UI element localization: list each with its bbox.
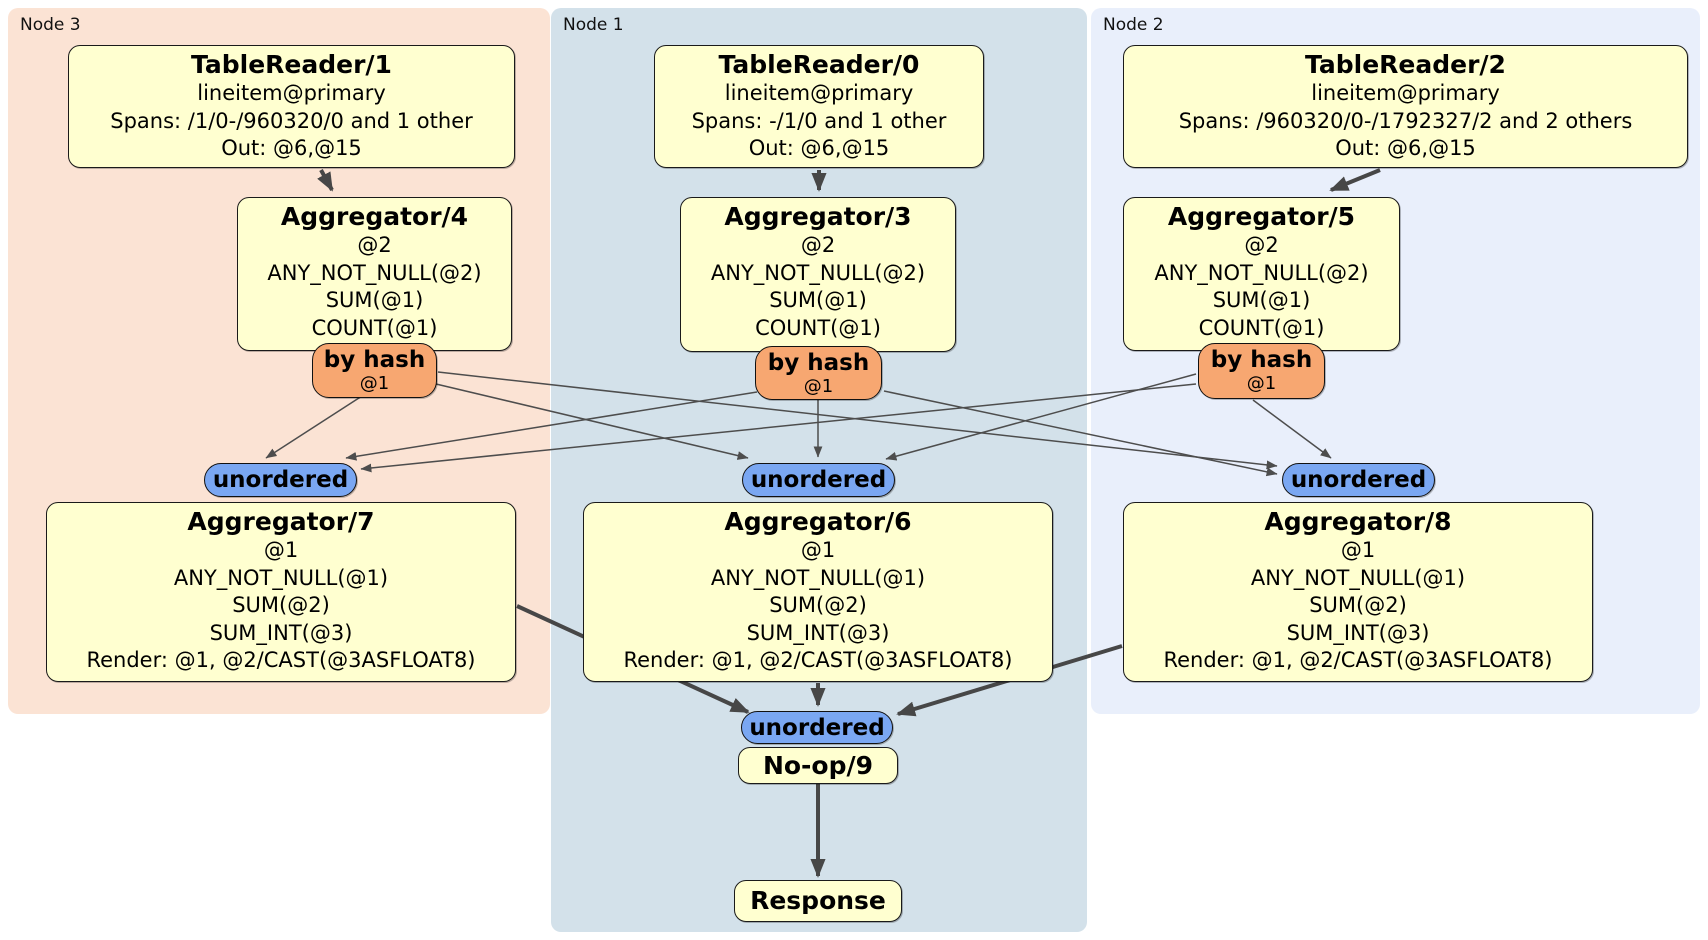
processor-detail: SUM_INT(@3) [209,620,353,645]
processor-detail: Render: @1, @2/CAST(@3ASFLOAT8) [1163,648,1553,672]
processor-detail: SUM(@1) [769,288,867,312]
processor-aggregator-5: Aggregator/5 @2 ANY_NOT_NULL(@2) SUM(@1)… [1123,197,1400,351]
processor-title: Aggregator/6 [724,507,912,536]
edge-tablereader2-aggregator5 [1329,168,1381,192]
processor-title: Aggregator/3 [724,202,912,231]
processor-detail: @1 [263,538,299,562]
processor-detail: COUNT(@1) [311,315,438,340]
processor-tablereader-0: TableReader/0 lineitem@primary Spans: -/… [654,45,984,168]
processor-aggregator-7: Aggregator/7 @1 ANY_NOT_NULL(@1) SUM(@2)… [46,502,516,682]
processor-title: Aggregator/8 [1264,507,1452,536]
processor-detail: Render: @1, @2/CAST(@3ASFLOAT8) [623,648,1013,672]
sync-unordered-6: unordered [742,463,895,497]
processor-detail: COUNT(@1) [755,315,881,340]
processor-detail: Spans: /1/0-/960320/0 and 1 other [110,108,473,133]
processor-detail: SUM_INT(@3) [746,620,890,645]
region-node-1-label: Node 1 [563,15,624,35]
processor-detail: @1 [800,538,836,562]
processor-aggregator-6: Aggregator/6 @1 ANY_NOT_NULL(@1) SUM(@2)… [583,502,1053,682]
processor-response: Response [734,880,902,922]
processor-detail: ANY_NOT_NULL(@1) [710,565,926,590]
router-by-hash-4: by hash @1 [312,343,437,398]
edge-tablereader1-aggregator4 [317,169,334,192]
processor-detail: SUM(@2) [232,593,330,617]
processor-aggregator-8: Aggregator/8 @1 ANY_NOT_NULL(@1) SUM(@2)… [1123,502,1593,682]
router-label: by hash [323,347,426,373]
processor-aggregator-4: Aggregator/4 @2 ANY_NOT_NULL(@2) SUM(@1)… [237,197,512,351]
processor-detail: SUM(@1) [1212,288,1311,312]
processor-aggregator-3: Aggregator/3 @2 ANY_NOT_NULL(@2) SUM(@1)… [680,197,956,352]
processor-title: TableReader/0 [718,50,920,79]
router-columns: @1 [803,376,834,397]
processor-title: Aggregator/5 [1167,202,1356,231]
processor-detail: ANY_NOT_NULL(@1) [173,565,389,590]
processor-noop-9: No-op/9 [738,747,898,784]
edge-byhash3-unordered7 [345,391,758,461]
processor-detail: ANY_NOT_NULL(@2) [1154,260,1369,285]
processor-detail: Out: @6,@15 [1335,136,1476,160]
processor-detail: ANY_NOT_NULL(@2) [710,260,926,285]
router-label: by hash [1210,347,1313,373]
processor-detail: SUM(@1) [325,288,424,312]
processor-detail: Out: @6,@15 [221,136,362,160]
processor-detail: @2 [1244,233,1279,257]
edge-byhash5-unordered8 [1252,399,1332,459]
processor-detail: lineitem@primary [197,81,386,105]
processor-title: TableReader/2 [1305,50,1506,79]
processor-title: No-op/9 [762,750,874,780]
router-by-hash-3: by hash @1 [755,346,882,400]
processor-detail: Spans: -/1/0 and 1 other [691,108,947,133]
edge-byhash5-unordered7 [360,383,1197,473]
processor-detail: SUM(@2) [1309,593,1407,617]
region-node-3-label: Node 3 [20,15,81,35]
processor-title: Aggregator/4 [280,202,469,231]
processor-title: Response [750,886,886,915]
sync-unordered-9: unordered [741,711,893,744]
processor-detail: Spans: /960320/0-/1792327/2 and 2 others [1178,108,1633,133]
edge-byhash4-unordered6 [435,383,749,460]
processor-detail: ANY_NOT_NULL(@1) [1250,565,1466,590]
edge-byhash4-unordered7 [265,395,363,459]
edge-byhash5-unordered6 [885,373,1197,461]
processor-detail: lineitem@primary [724,81,914,105]
sync-unordered-8: unordered [1282,463,1435,497]
processor-detail: ANY_NOT_NULL(@2) [267,260,482,285]
processor-detail: Out: @6,@15 [748,136,890,160]
router-columns: @1 [1246,373,1277,394]
processor-detail: @1 [1340,538,1376,562]
processor-detail: SUM_INT(@3) [1286,620,1430,645]
sync-unordered-7: unordered [204,463,357,497]
router-label: by hash [767,350,870,376]
processor-detail: COUNT(@1) [1198,315,1325,340]
processor-detail: Render: @1, @2/CAST(@3ASFLOAT8) [86,648,476,672]
processor-detail: lineitem@primary [1311,81,1500,105]
processor-tablereader-1: TableReader/1 lineitem@primary Spans: /1… [68,45,515,168]
router-by-hash-5: by hash @1 [1198,343,1325,399]
processor-tablereader-2: TableReader/2 lineitem@primary Spans: /9… [1123,45,1688,168]
processor-title: Aggregator/7 [187,507,375,536]
processor-detail: SUM(@2) [769,593,867,617]
processor-detail: @2 [800,233,836,257]
router-columns: @1 [359,373,390,394]
processor-detail: @2 [357,233,392,257]
processor-title: TableReader/1 [191,50,392,79]
region-node-2-label: Node 2 [1103,15,1164,35]
edge-byhash3-unordered8 [883,390,1278,477]
